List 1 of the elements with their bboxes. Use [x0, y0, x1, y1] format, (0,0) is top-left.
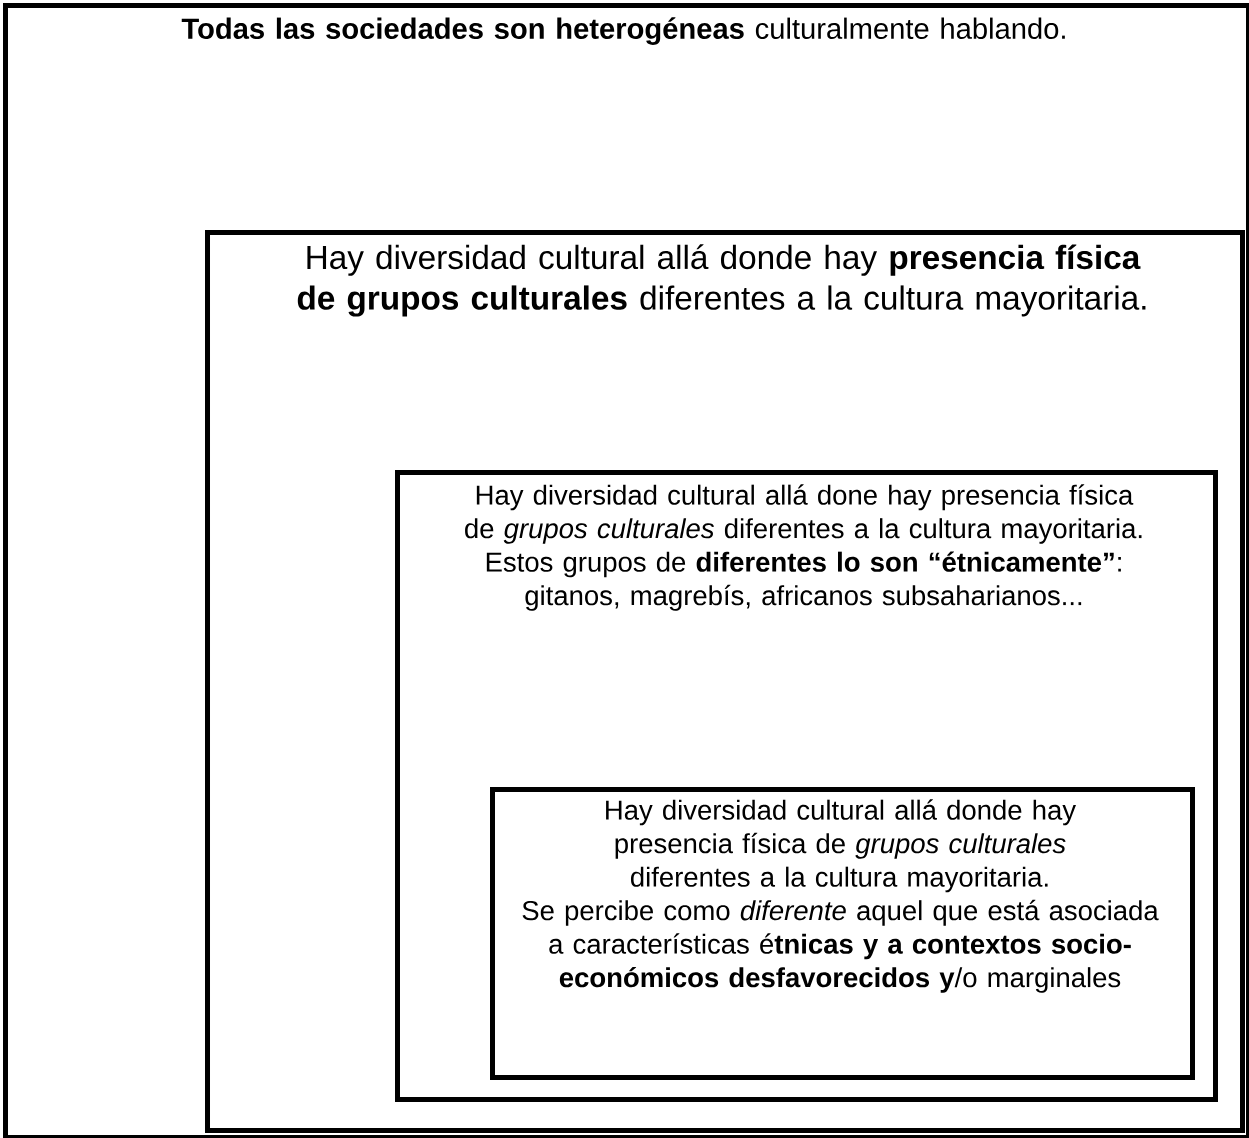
text-box: Hay diversidad cultural allá donde hay presencia física de grupos culturales diferentes a la cultura mayoritaria. Se percibe como diferente aquel que está asociada a características étnicas y a contextos socio-económicos desfavorecidos y/o marginales	[490, 787, 1195, 1080]
